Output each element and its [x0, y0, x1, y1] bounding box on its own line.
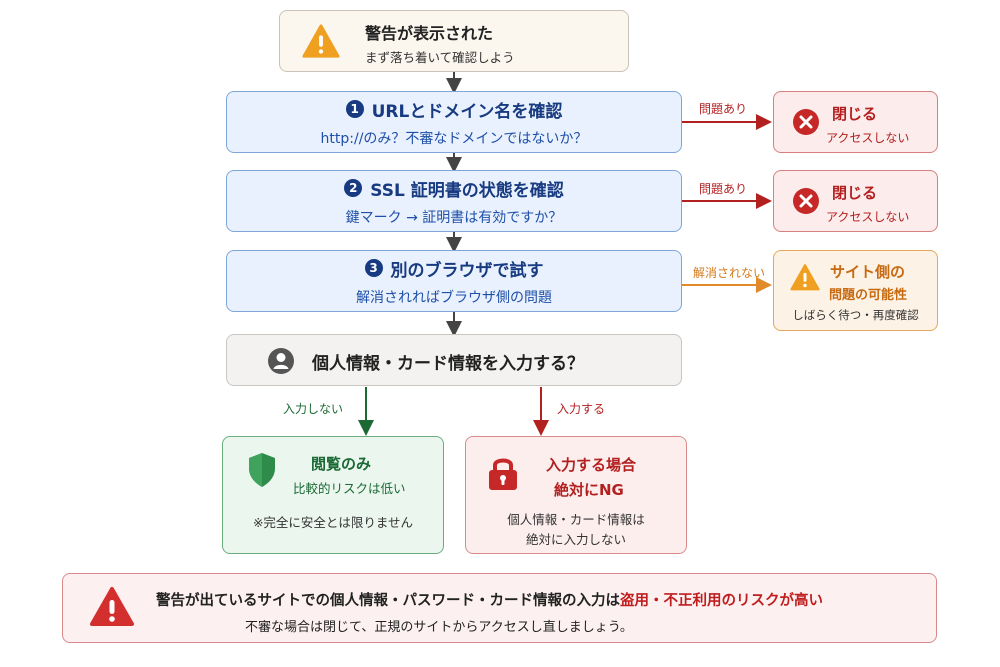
site-side-issue-box: サイト側の 問題の可能性 しばらく待つ・再度確認 [773, 250, 938, 331]
lock-icon [489, 458, 517, 490]
footer-message-line1: 警告が出ているサイトでの個人情報・パスワード・カード情報の入力は盗用・不正利用の… [156, 589, 823, 610]
close-icon [793, 109, 819, 135]
branch-label-problem-1: 問題あり [699, 102, 748, 116]
warning-shown-box: 警告が表示された まず落ち着いて確認しよう [279, 10, 629, 72]
browse-only-note: ※完全に安全とは限りません [252, 515, 414, 530]
step-subtitle: 鍵マーク → 証明書は有効ですか？ [345, 209, 563, 226]
browse-only-subtitle: 比較的リスクは低い [293, 481, 406, 496]
branch-label-input: 入力する [557, 402, 606, 416]
close-title: 閉じる [832, 105, 878, 123]
shield-icon [249, 453, 275, 487]
warning-title: 警告が表示された [365, 24, 494, 43]
close-subtitle: アクセスしない [826, 131, 910, 145]
site-issue-title-line1: サイト側の [830, 263, 906, 281]
step-subtitle: http://のみ？不審なドメインではないか？ [320, 130, 588, 147]
step-number-badge: 2 [344, 179, 363, 197]
branch-label-unresolved: 解消されない [693, 266, 766, 280]
footer-message-prefix: 警告が出ているサイトでの個人情報・パスワード・カード情報の入力は [156, 593, 620, 609]
user-icon [268, 348, 294, 374]
footer-warning-box: 警告が出ているサイトでの個人情報・パスワード・カード情報の入力は盗用・不正利用の… [62, 573, 937, 643]
close-title: 閉じる [832, 184, 878, 202]
warning-subtitle: まず落ち着いて確認しよう [365, 50, 515, 65]
warning-icon [790, 264, 820, 291]
warning-icon [302, 24, 340, 58]
browse-only-box: 閲覧のみ 比較的リスクは低い ※完全に安全とは限りません [222, 436, 444, 554]
input-ng-subtitle-line1: 個人情報・カード情報は [507, 512, 645, 527]
step-number-badge: 3 [364, 259, 383, 277]
input-ng-title-line1: 入力する場合 [546, 456, 637, 474]
step-subtitle: 解消されればブラウザ側の問題 [356, 289, 552, 306]
footer-message-highlight: 盗用・不正利用のリスクが高い [620, 593, 823, 609]
step-title: 別のブラウザで試す [390, 260, 544, 281]
step-check-ssl: 2 SSL 証明書の状態を確認 鍵マーク → 証明書は有効ですか？ [226, 170, 682, 232]
close-subtitle: アクセスしない [826, 210, 910, 224]
step-title: URLとドメイン名を確認 [371, 101, 563, 122]
input-question-box: 個人情報・カード情報を入力する？ [226, 334, 682, 386]
close-result-box: 閉じる アクセスしない [773, 91, 938, 153]
site-issue-title-line2: 問題の可能性 [829, 288, 908, 303]
question-text: 個人情報・カード情報を入力する？ [312, 354, 584, 374]
step-title: SSL 証明書の状態を確認 [370, 180, 564, 201]
branch-label-no-input: 入力しない [283, 402, 344, 416]
input-ng-box: 入力する場合 絶対にNG 個人情報・カード情報は 絶対に入力しない [465, 436, 687, 554]
close-result-box: 閉じる アクセスしない [773, 170, 938, 232]
footer-message-line2: 不審な場合は閉じて、正規のサイトからアクセスし直しましょう。 [245, 620, 633, 635]
warning-icon [90, 587, 134, 626]
branch-label-problem-2: 問題あり [699, 182, 748, 196]
input-ng-subtitle-line2: 絶対に入力しない [525, 532, 626, 547]
step-check-url: 1 URLとドメイン名を確認 http://のみ？不審なドメインではないか？ [226, 91, 682, 153]
input-ng-title-line2: 絶対にNG [554, 481, 624, 499]
site-issue-subtitle: しばらく待つ・再度確認 [792, 308, 919, 322]
step-try-other-browser: 3 別のブラウザで試す 解消されればブラウザ側の問題 [226, 250, 682, 312]
browse-only-title: 閲覧のみ [311, 455, 372, 473]
step-number-badge: 1 [345, 100, 364, 118]
close-icon [793, 188, 819, 214]
